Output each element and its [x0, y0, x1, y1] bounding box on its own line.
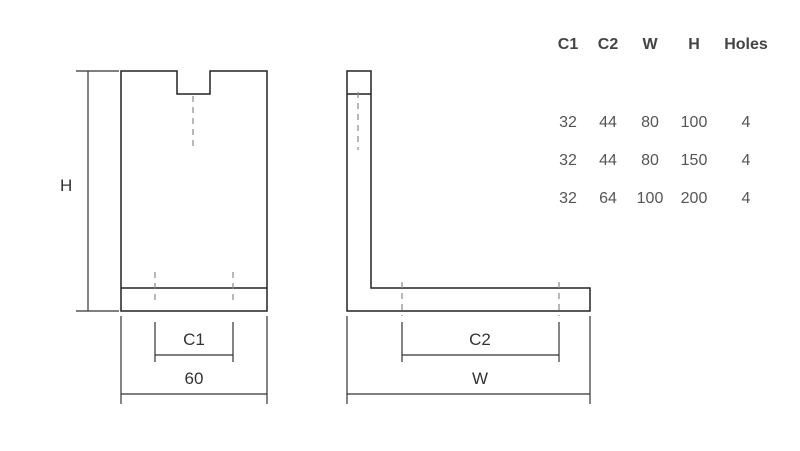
cell-h: 150 — [680, 152, 708, 169]
front-view-outline — [120, 70, 268, 312]
depth-label: 60 — [185, 369, 204, 388]
header-c1: C1 — [557, 36, 579, 53]
cell-c1: 32 — [559, 114, 577, 131]
table-row: 32 64 100 200 4 — [548, 180, 776, 218]
cell-holes: 4 — [741, 152, 751, 169]
header-h: H — [688, 36, 700, 53]
cell-holes: 4 — [741, 190, 751, 207]
header-holes: Holes — [724, 36, 768, 53]
cell-h: 100 — [680, 114, 708, 131]
cell-w: 100 — [636, 190, 664, 207]
c2-label: C2 — [469, 330, 491, 349]
cell-c2: 44 — [599, 152, 617, 169]
cell-w: 80 — [641, 152, 659, 169]
width-label: W — [472, 369, 488, 388]
table-row: 32 44 80 150 4 — [548, 142, 776, 180]
cell-w: 80 — [641, 114, 659, 131]
cell-c1: 32 — [559, 152, 577, 169]
cell-h: 200 — [680, 190, 708, 207]
dimension-table: C1 C2 W H Holes 32 44 80 100 4 32 44 80 … — [548, 32, 776, 218]
c1-label: C1 — [183, 330, 205, 349]
cell-c2: 64 — [599, 190, 617, 207]
cell-c1: 32 — [559, 190, 577, 207]
height-label: H — [60, 176, 72, 195]
header-w: W — [642, 36, 658, 53]
table-row: 32 44 80 100 4 — [548, 104, 776, 142]
cell-holes: 4 — [741, 114, 751, 131]
header-c2: C2 — [597, 36, 619, 53]
side-view-outline — [346, 70, 591, 312]
table-header: C1 C2 W H Holes — [548, 32, 776, 58]
cell-c2: 44 — [599, 114, 617, 131]
